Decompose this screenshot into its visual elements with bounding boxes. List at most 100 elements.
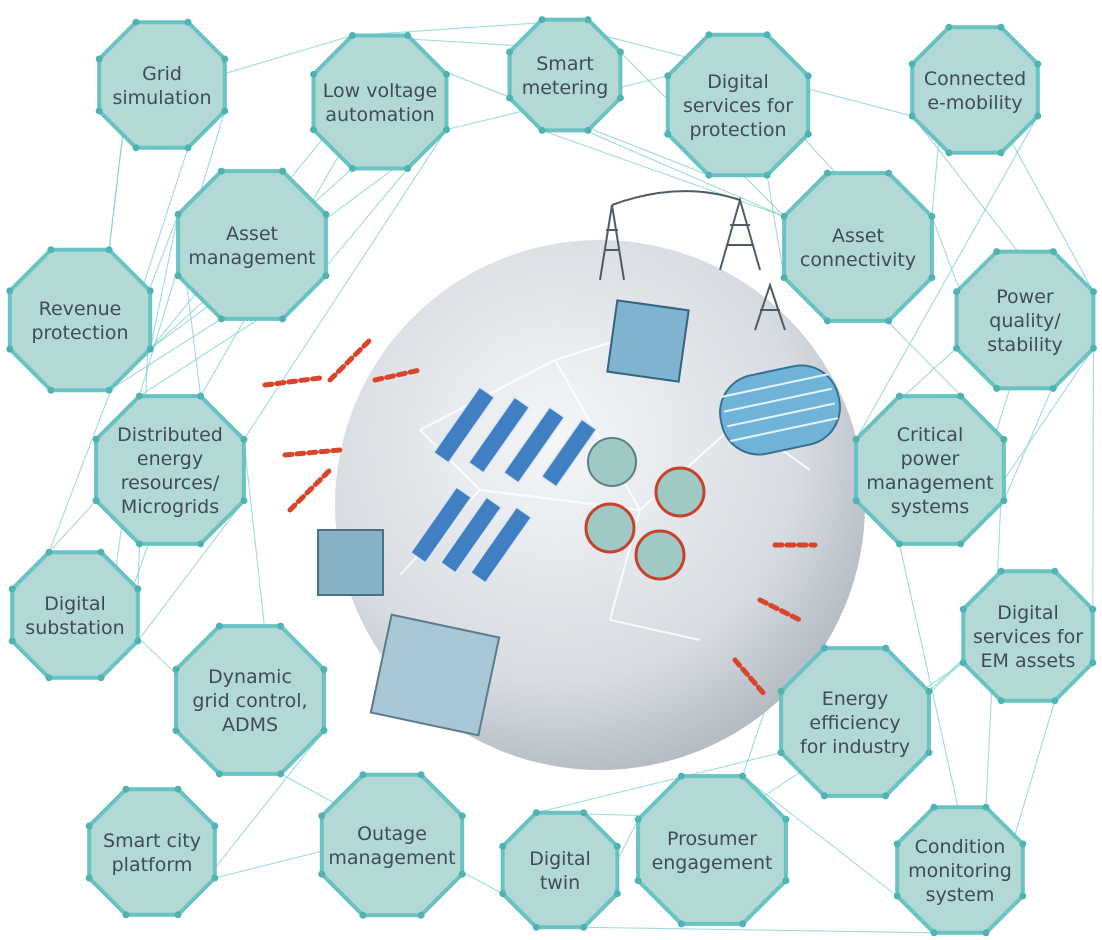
octagon-vertex (997, 149, 1005, 157)
octagon-vertex (348, 32, 356, 39)
octagon-vertex (782, 877, 790, 885)
node-label-line: Prosumer (667, 828, 757, 850)
octagon-vertex (739, 920, 747, 928)
octagon-vertex (908, 112, 916, 120)
octagon-vertex (322, 272, 330, 280)
octagon-vertex (580, 809, 588, 817)
octagon-vertex (1089, 605, 1097, 613)
octagon-vertex (105, 246, 113, 254)
node-label-line: Digital (707, 71, 769, 93)
octagon-vertex (820, 792, 828, 800)
octagon-vertex (823, 169, 831, 177)
octagon-shape (10, 550, 140, 680)
octagon-vertex (417, 771, 425, 779)
octagon-vertex (85, 874, 93, 882)
octagon-vertex (45, 548, 53, 556)
octagon-vertex (852, 497, 860, 505)
octagon-vertex (777, 687, 785, 695)
mesh-link (541, 129, 785, 217)
octagon-shape (311, 33, 449, 171)
node-label-line: Grid (142, 63, 182, 85)
node-label-line: Dynamic (208, 666, 292, 688)
octagon-vertex (1034, 60, 1042, 68)
node-label-line: ADMS (222, 714, 278, 736)
octagon-vertex (92, 497, 100, 505)
octagon-vertex (135, 392, 143, 400)
octagon-vertex (499, 890, 507, 898)
octagon-vertex (134, 637, 142, 645)
octagon-vertex (279, 315, 287, 323)
node-label-line: management (188, 247, 315, 269)
octagon-vertex (95, 107, 103, 115)
octagon-vertex (359, 771, 367, 779)
node-label-line: substation (25, 617, 124, 639)
octagon-vertex (1089, 659, 1097, 667)
mesh-link (742, 775, 898, 897)
octagon-shape (507, 17, 623, 133)
octagon-vertex (310, 126, 317, 134)
octagon-vertex (957, 392, 965, 400)
octagon-vertex (993, 248, 1001, 256)
node-label-line: connectivity (800, 249, 916, 271)
octagon-vertex (277, 770, 285, 778)
octagon-vertex (613, 842, 621, 850)
octagon-vertex (1089, 288, 1097, 296)
octagon-vertex (584, 16, 592, 24)
octagon-vertex (532, 809, 540, 817)
octagon-vertex (945, 149, 953, 157)
octagon-shape (97, 20, 227, 150)
octagon-vertex (804, 72, 812, 80)
octagon-vertex (359, 911, 367, 919)
node-label-line: management (328, 847, 455, 869)
octagon-vertex (132, 18, 140, 26)
node-label-line: platform (112, 854, 193, 876)
octagon-vertex (146, 287, 154, 295)
node-label-line: Distributed (117, 424, 223, 446)
octagon-vertex (664, 72, 672, 80)
node-label-line: systems (891, 496, 970, 518)
node-label-line: Smart city (103, 830, 201, 852)
octagon-vertex (777, 749, 785, 757)
octagon-vertex (277, 622, 285, 630)
octagon-vertex (221, 107, 229, 115)
octagon-vertex (105, 386, 113, 394)
octagon-vertex (953, 288, 961, 296)
octagon-vertex (1000, 435, 1008, 443)
octagon-vertex (677, 920, 685, 928)
octagon-vertex (174, 911, 182, 919)
node-label-line: Digital (997, 602, 1059, 624)
node-label-line: Digital (44, 593, 106, 615)
octagon-vertex (217, 315, 225, 323)
node-label-line: energy (137, 448, 203, 470)
octagon-vertex (85, 822, 93, 830)
octagon-vertex (458, 812, 466, 820)
octagon-vertex (1000, 497, 1008, 505)
node-label-line: Asset (226, 223, 278, 245)
node-label-line: metering (522, 77, 609, 99)
node-label-line: Energy (822, 688, 889, 710)
octagon-vertex (174, 272, 182, 280)
mesh-link (137, 500, 245, 642)
octagon-vertex (8, 585, 16, 593)
octagon-vertex (45, 674, 53, 682)
octagon-vertex (215, 622, 223, 630)
octagon-vertex (820, 644, 828, 652)
octagon-vertex (458, 870, 466, 878)
octagon-vertex (959, 659, 967, 667)
node-label-line: grid control, (192, 690, 307, 712)
octagon-vertex (705, 171, 713, 179)
octagon-vertex (443, 70, 450, 78)
octagon-vertex (95, 55, 103, 63)
octagon-vertex (47, 386, 55, 394)
octagon-vertex (197, 392, 205, 400)
octagon-vertex (184, 144, 192, 152)
octagon-vertex (1051, 697, 1059, 705)
octagon-vertex (885, 317, 893, 325)
octagon-vertex (763, 31, 771, 39)
